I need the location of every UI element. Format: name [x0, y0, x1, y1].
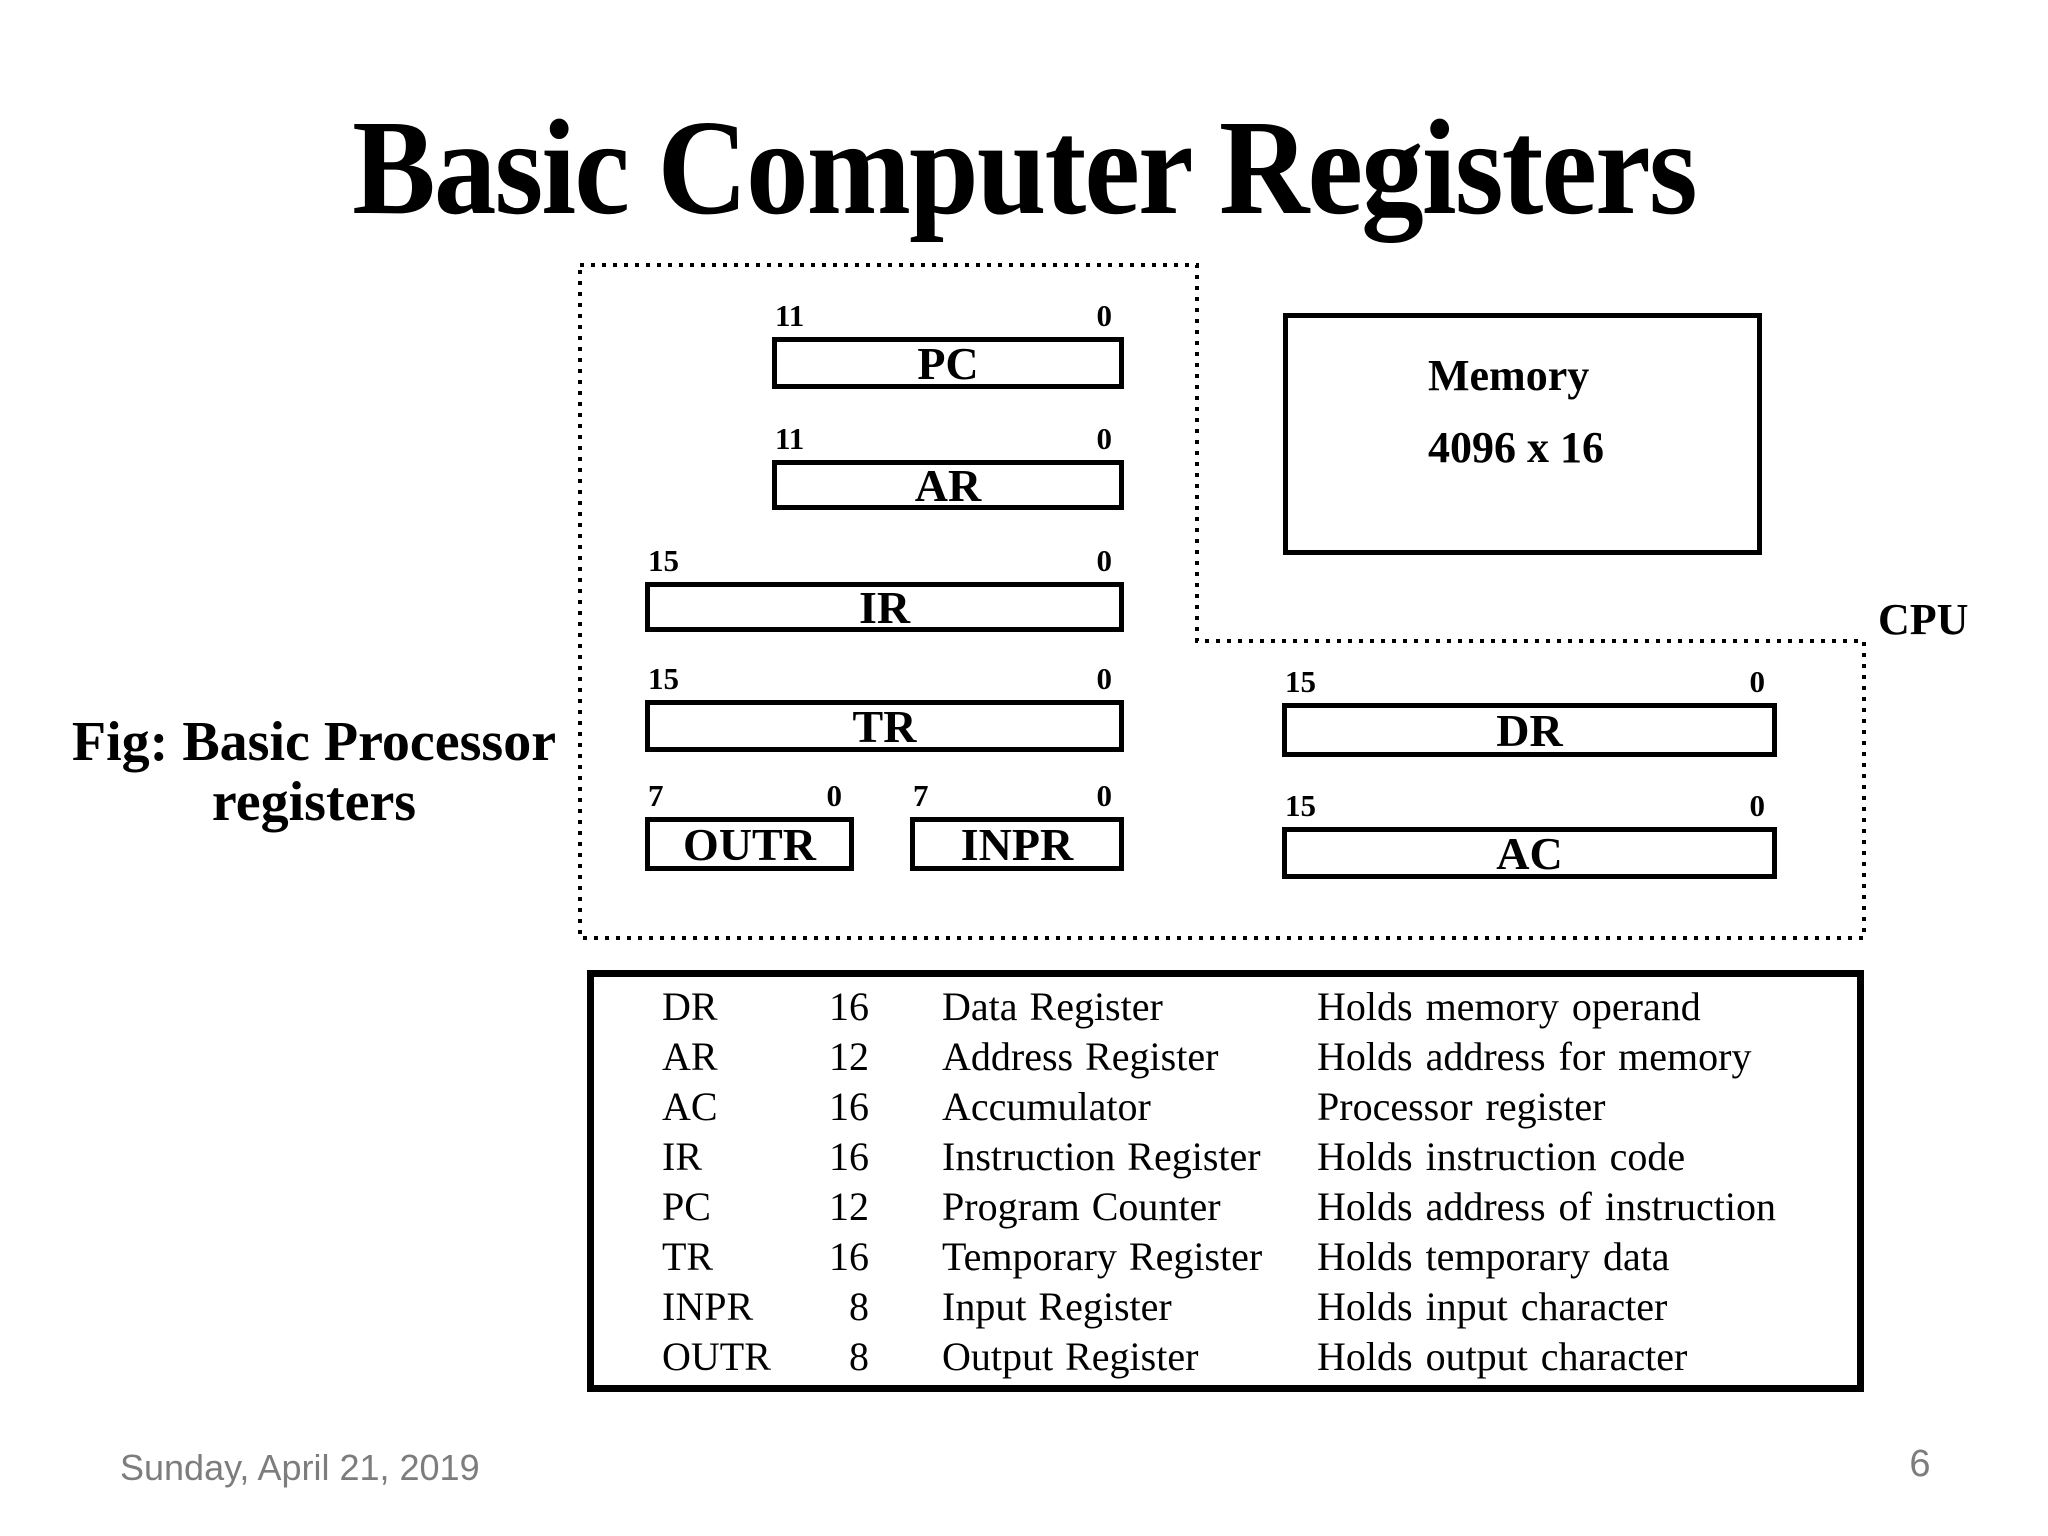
table-row: IR 16 Instruction Register Holds instruc… [594, 1133, 1857, 1179]
register-abbrev: IR [662, 1134, 702, 1179]
bits-row-inpr: 7 0 [910, 779, 1124, 813]
memory-box: Memory 4096 x 16 [1283, 313, 1762, 555]
page-number: 6 [1909, 1443, 1931, 1485]
memory-title: Memory [1428, 351, 1590, 400]
bit-low-label: 0 [1749, 664, 1766, 699]
register-full-name: Output Register [942, 1334, 1199, 1379]
register-full-name: Instruction Register [942, 1134, 1261, 1179]
register-abbrev: PC [662, 1184, 711, 1229]
register-description: Processor register [1317, 1084, 1606, 1129]
bits-row-ar: 11 0 [772, 422, 1124, 456]
register-box-inpr: INPR [910, 817, 1124, 871]
register-description: Holds instruction code [1317, 1134, 1686, 1179]
bits-row-pc: 11 0 [772, 299, 1124, 333]
register-abbrev: DR [662, 984, 718, 1029]
bit-low-label: 0 [1096, 661, 1113, 696]
bit-high-label: 15 [648, 543, 679, 578]
register-bits: 12 [829, 1184, 869, 1229]
bit-low-label: 0 [1096, 421, 1113, 456]
bit-low-label: 0 [1096, 778, 1113, 813]
table-row: AR 12 Address Register Holds address for… [594, 1033, 1857, 1079]
register-abbrev: INPR [662, 1284, 754, 1329]
register-box-ac: AC [1282, 827, 1777, 879]
register-full-name: Data Register [942, 984, 1163, 1029]
register-bits: 16 [829, 1234, 869, 1279]
register-box-dr: DR [1282, 703, 1777, 757]
bits-row-ir: 15 0 [645, 544, 1124, 578]
figure-caption: Fig: Basic Processor registers [58, 712, 570, 833]
bit-high-label: 11 [775, 298, 805, 333]
bit-low-label: 0 [1096, 543, 1113, 578]
register-table: DR 16 Data Register Holds memory operand… [587, 970, 1864, 1392]
bit-high-label: 15 [1285, 664, 1316, 699]
register-bits: 12 [829, 1034, 869, 1079]
cpu-label: CPU [1878, 595, 1969, 644]
table-row: TR 16 Temporary Register Holds temporary… [594, 1233, 1857, 1279]
register-box-ar: AR [772, 460, 1124, 511]
register-box-ir: IR [645, 582, 1124, 633]
register-description: Holds address for memory [1317, 1034, 1752, 1079]
table-row: OUTR 8 Output Register Holds output char… [594, 1333, 1857, 1379]
register-full-name: Program Counter [942, 1184, 1221, 1229]
register-description: Holds output character [1317, 1334, 1688, 1379]
bits-row-outr: 7 0 [645, 779, 854, 813]
bit-high-label: 7 [648, 778, 664, 813]
bit-high-label: 11 [775, 421, 805, 456]
register-full-name: Temporary Register [942, 1234, 1263, 1279]
page-title: Basic Computer Registers [352, 93, 1697, 243]
register-abbrev: TR [662, 1234, 714, 1279]
bit-low-label: 0 [826, 778, 843, 813]
bit-low-label: 0 [1096, 298, 1113, 333]
register-box-pc: PC [772, 337, 1124, 389]
table-row: DR 16 Data Register Holds memory operand [594, 983, 1857, 1029]
bit-high-label: 15 [648, 661, 679, 696]
table-row: INPR 8 Input Register Holds input charac… [594, 1283, 1857, 1329]
register-bits: 16 [829, 984, 869, 1029]
register-full-name: Input Register [942, 1284, 1172, 1329]
register-abbrev: OUTR [662, 1334, 771, 1379]
register-abbrev: AC [662, 1084, 718, 1129]
register-description: Holds memory operand [1317, 984, 1701, 1029]
register-bits: 8 [849, 1284, 869, 1329]
register-full-name: Accumulator [942, 1084, 1151, 1129]
footer-date: Sunday, April 21, 2019 [120, 1447, 480, 1488]
bit-low-label: 0 [1749, 788, 1766, 823]
register-description: Holds address of instruction [1317, 1184, 1776, 1229]
register-description: Holds input character [1317, 1284, 1668, 1329]
bits-row-tr: 15 0 [645, 662, 1124, 696]
register-bits: 16 [829, 1134, 869, 1179]
bits-row-dr: 15 0 [1282, 665, 1777, 699]
table-row: AC 16 Accumulator Processor register [594, 1083, 1857, 1129]
figure-caption-line2: registers [211, 771, 417, 834]
register-bits: 16 [829, 1084, 869, 1129]
bit-high-label: 7 [913, 778, 929, 813]
figure-caption-line1: Fig: Basic Processor [71, 711, 557, 773]
register-full-name: Address Register [942, 1034, 1219, 1079]
register-abbrev: AR [662, 1034, 718, 1079]
bits-row-ac: 15 0 [1282, 789, 1777, 823]
register-box-tr: TR [645, 700, 1124, 752]
register-bits: 8 [849, 1334, 869, 1379]
register-box-outr: OUTR [645, 817, 854, 871]
memory-text: Memory 4096 x 16 [1288, 318, 1757, 470]
table-row: PC 12 Program Counter Holds address of i… [594, 1183, 1857, 1229]
memory-size: 4096 x 16 [1428, 423, 1604, 472]
bit-high-label: 15 [1285, 788, 1316, 823]
register-description: Holds temporary data [1317, 1234, 1670, 1279]
